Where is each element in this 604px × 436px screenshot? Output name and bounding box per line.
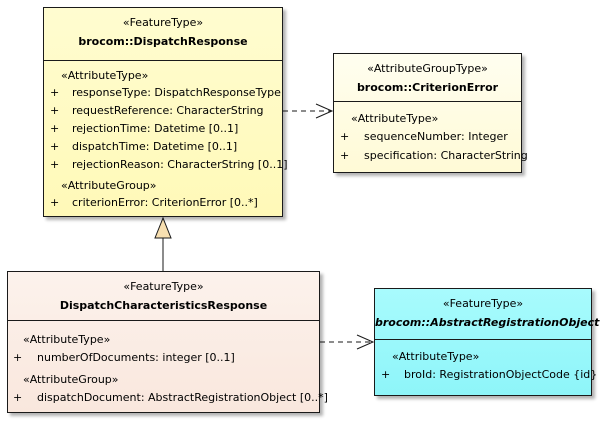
visibility-marker: + [381,368,391,381]
class-dispatch-response[interactable]: «FeatureType» brocom::DispatchResponse «… [43,7,288,217]
class-header: «FeatureType» brocom::AbstractRegistrati… [375,289,600,330]
attribute-group-stereotype: «AttributeType» [351,112,439,125]
visibility-marker: + [50,104,60,117]
attribute-row[interactable]: responseType: DispatchResponseType [72,86,281,99]
attribute-row[interactable]: criterionError: CriterionError [0..*] [72,196,258,209]
attribute-row[interactable]: sequenceNumber: Integer [364,130,508,143]
class-abstract-registration-object[interactable]: «FeatureType» brocom::AbstractRegistrati… [374,288,600,396]
compartment-divider [44,60,282,61]
attribute-group-stereotype: «AttributeType» [392,350,480,363]
class-name: brocom::CriterionError [356,81,499,94]
class-header: «FeatureType» brocom::DispatchResponse [44,8,282,49]
compartment-divider [375,339,591,340]
class-header: «FeatureType» DispatchCharacteristicsRes… [8,272,319,313]
dependency-arrowhead-registration-object [356,334,375,350]
compartment-divider [8,320,319,321]
class-criterion-error[interactable]: «AttributeGroupType» brocom::CriterionEr… [333,53,528,173]
attribute-group-stereotype: «AttributeGroup» [61,179,157,192]
attribute-row[interactable]: dispatchTime: Datetime [0..1] [72,140,238,153]
class-stereotype: «FeatureType» [123,280,204,293]
class-name: DispatchCharacteristicsResponse [59,299,268,312]
generalization-arrowhead [154,216,172,239]
attribute-row[interactable]: requestReference: CharacterString [72,104,264,117]
class-name: brocom::DispatchResponse [78,35,248,48]
dependency-arrowhead-criterion-error [315,103,334,119]
visibility-marker: + [340,149,350,162]
attribute-row[interactable]: numberOfDocuments: integer [0..1] [37,351,235,364]
compartment-divider [334,101,521,102]
class-name: brocom::AbstractRegistrationObject [375,316,600,329]
class-stereotype: «FeatureType» [442,297,524,310]
class-stereotype: «AttributeGroupType» [367,62,488,75]
attribute-group-stereotype: «AttributeType» [61,69,149,82]
visibility-marker: + [13,391,23,404]
attribute-row[interactable]: broId: RegistrationObjectCode {id} [404,368,598,381]
visibility-marker: + [50,140,60,153]
visibility-marker: + [13,351,23,364]
visibility-marker: + [50,86,60,99]
class-stereotype: «FeatureType» [122,16,204,29]
visibility-marker: + [50,158,60,171]
attribute-row[interactable]: rejectionTime: Datetime [0..1] [72,122,239,135]
visibility-marker: + [50,196,60,209]
attribute-row[interactable]: dispatchDocument: AbstractRegistrationOb… [37,391,328,404]
visibility-marker: + [50,122,60,135]
class-header: «AttributeGroupType» brocom::CriterionEr… [334,54,521,95]
class-dispatch-characteristics-response[interactable]: «FeatureType» DispatchCharacteristicsRes… [7,271,328,413]
attribute-row[interactable]: rejectionReason: CharacterString [0..1] [72,158,288,171]
attribute-group-stereotype: «AttributeGroup» [23,373,119,386]
attribute-group-stereotype: «AttributeType» [23,333,111,346]
attribute-row[interactable]: specification: CharacterString [364,149,528,162]
visibility-marker: + [340,130,350,143]
